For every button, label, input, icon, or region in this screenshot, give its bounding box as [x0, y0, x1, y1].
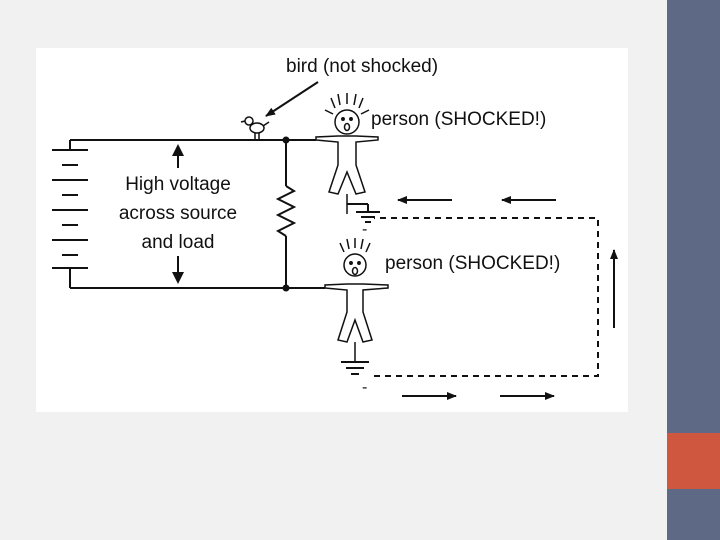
earth-return-path [374, 217, 599, 377]
ground-symbol-top [347, 203, 380, 223]
bird-pointer-arrow [265, 81, 319, 117]
sidebar-bar-bottom [667, 489, 720, 540]
voltage-arrow [172, 144, 184, 284]
diagram-panel [36, 48, 628, 412]
person-bottom-label: person (SHOCKED!) [385, 253, 560, 274]
ground-sign-top: - [362, 221, 367, 238]
person-top-label: person (SHOCKED!) [371, 109, 546, 130]
sidebar-bar-top [667, 0, 720, 433]
ground-symbol-bottom [341, 361, 369, 375]
ground-sign-bottom: - [362, 379, 367, 396]
sidebar-accent-block [667, 433, 720, 489]
voltage-label-line-3: and load [142, 232, 215, 253]
battery-source [52, 140, 88, 288]
person-bottom-figure [324, 238, 389, 362]
load-resistor [275, 140, 297, 288]
voltage-label-line-1: High voltage [125, 174, 231, 195]
person-top-figure [315, 93, 379, 214]
bird-label: bird (not shocked) [286, 56, 438, 77]
bird-icon [240, 116, 270, 139]
voltage-label-line-2: across source [119, 203, 237, 224]
